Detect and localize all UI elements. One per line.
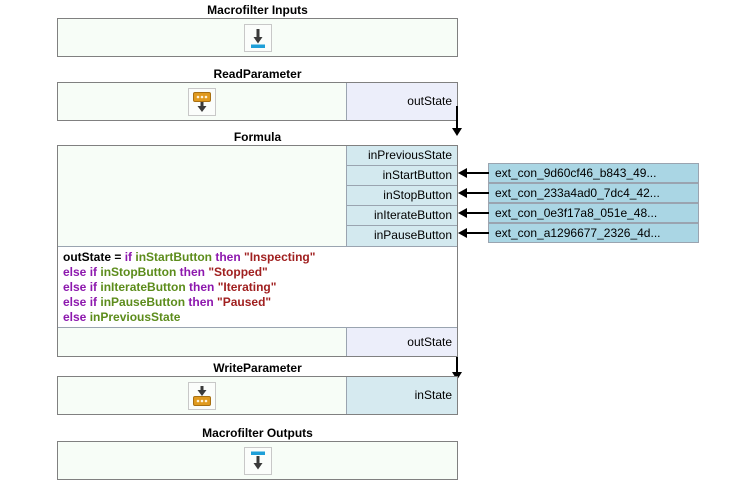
- connector-arrow-ext3: [458, 208, 467, 218]
- formula-output-canvas: [58, 328, 346, 356]
- formula-canvas: [58, 146, 346, 246]
- port-instartbutton[interactable]: inStartButton: [346, 166, 457, 186]
- macrofilter-outputs-title: Macrofilter Outputs: [202, 426, 313, 440]
- formula-token: then: [215, 250, 245, 264]
- formula-token: inPauseButton: [100, 295, 189, 309]
- formula-token: "Iterating": [217, 280, 277, 294]
- formula-token: inStopButton: [100, 265, 180, 279]
- formula-expression[interactable]: outState = if inStartButton then "Inspec…: [58, 246, 457, 327]
- external-connection-4[interactable]: ext_con_a1296677_2326_4d...: [488, 223, 699, 243]
- formula-token: =: [111, 250, 125, 264]
- read-parameter-ports: outState: [346, 83, 457, 120]
- formula-line-2: else if inStopButton then "Stopped": [63, 265, 457, 280]
- formula-line-1: outState = if inStartButton then "Inspec…: [63, 250, 457, 265]
- formula-token: inPreviousState: [89, 310, 181, 324]
- connector-ext4: [467, 232, 489, 234]
- port-instate[interactable]: inState: [346, 377, 457, 414]
- macrofilter-inputs-block[interactable]: Macrofilter Inputs: [57, 3, 458, 57]
- port-outstate[interactable]: outState: [346, 83, 457, 120]
- formula-line-3: else if inIterateButton then "Iterating": [63, 280, 457, 295]
- formula-input-ports: inPreviousState inStartButton inStopButt…: [346, 146, 457, 246]
- port-instopbutton[interactable]: inStopButton: [346, 186, 457, 206]
- formula-line-4: else if inPauseButton then "Paused": [63, 295, 457, 310]
- write-parameter-icon: [188, 381, 216, 410]
- macrofilter-outputs-block[interactable]: Macrofilter Outputs: [57, 426, 458, 480]
- connector-arrow-ext2: [458, 188, 467, 198]
- macrofilter-inputs-body[interactable]: [57, 18, 458, 57]
- read-parameter-body[interactable]: outState: [57, 82, 458, 121]
- formula-body-frame[interactable]: inPreviousState inStartButton inStopButt…: [57, 145, 458, 357]
- connector-ext3: [467, 212, 489, 214]
- read-parameter-block[interactable]: ReadParameter outState: [57, 67, 458, 121]
- formula-token: else if: [63, 280, 101, 294]
- external-connection-1[interactable]: ext_con_9d60cf46_b843_49...: [488, 163, 699, 183]
- formula-token: inIterateButton: [100, 280, 190, 294]
- macrofilter-input-icon: [243, 23, 272, 52]
- formula-token: inStartButton: [135, 250, 216, 264]
- write-parameter-body[interactable]: inState: [57, 376, 458, 415]
- connector-read-to-formula: [456, 106, 458, 130]
- read-parameter-title: ReadParameter: [213, 67, 302, 81]
- write-parameter-title: WriteParameter: [213, 361, 302, 375]
- macrofilter-outputs-canvas: [58, 442, 457, 479]
- formula-token: else if: [63, 295, 101, 309]
- formula-token: "Inspecting": [244, 250, 316, 264]
- formula-line-5: else inPreviousState: [63, 310, 457, 325]
- formula-title: Formula: [233, 130, 282, 144]
- formula-output-ports: outState: [346, 328, 457, 356]
- formula-token: then: [189, 280, 218, 294]
- port-inpausebutton[interactable]: inPauseButton: [346, 226, 457, 246]
- port-initeratebutton[interactable]: inIterateButton: [346, 206, 457, 226]
- connector-arrow-ext1: [458, 168, 467, 178]
- read-parameter-icon: [188, 87, 216, 116]
- formula-token: then: [179, 265, 209, 279]
- formula-token: "Paused": [217, 295, 272, 309]
- write-parameter-block[interactable]: WriteParameter inState: [57, 361, 458, 415]
- read-parameter-canvas: [58, 83, 346, 120]
- external-connection-3[interactable]: ext_con_0e3f17a8_051e_48...: [488, 203, 699, 223]
- formula-token: then: [188, 295, 218, 309]
- connector-ext2: [467, 192, 489, 194]
- macrofilter-output-icon: [243, 446, 272, 475]
- connector-ext1: [467, 172, 489, 174]
- connector-arrow-ext4: [458, 228, 467, 238]
- formula-token: else if: [63, 265, 101, 279]
- write-parameter-ports: inState: [346, 377, 457, 414]
- formula-block[interactable]: Formula inPreviousState inStartButton in…: [57, 130, 458, 357]
- connector-formula-to-write: [456, 357, 458, 376]
- macrofilter-inputs-title: Macrofilter Inputs: [207, 3, 308, 17]
- connector-arrow-read-to-formula: [452, 128, 462, 136]
- macrofilter-inputs-canvas: [58, 19, 457, 56]
- write-parameter-canvas: [58, 377, 346, 414]
- formula-token: "Stopped": [208, 265, 268, 279]
- formula-token: if: [124, 250, 136, 264]
- formula-token: else: [63, 310, 90, 324]
- port-formula-outstate[interactable]: outState: [346, 328, 457, 356]
- port-inpreviousstate[interactable]: inPreviousState: [346, 146, 457, 166]
- formula-token: outState: [63, 250, 111, 264]
- macrofilter-outputs-body[interactable]: [57, 441, 458, 480]
- external-connection-2[interactable]: ext_con_233a4ad0_7dc4_42...: [488, 183, 699, 203]
